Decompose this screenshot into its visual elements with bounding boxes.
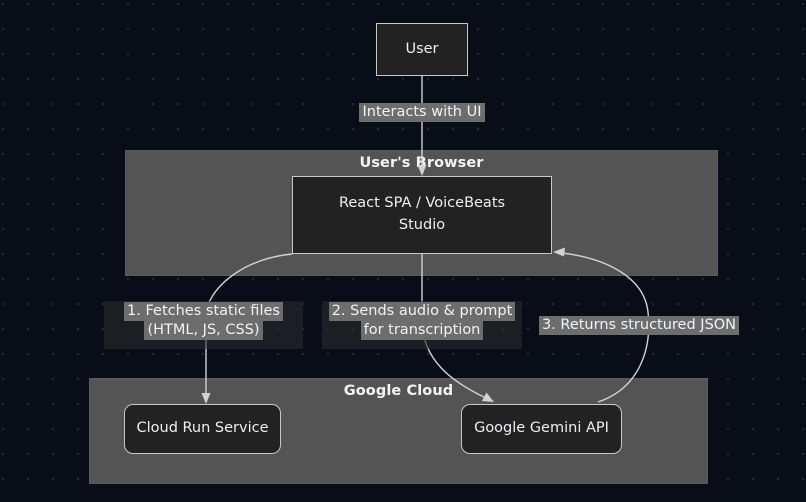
node-google-gemini-api[interactable]: Google Gemini API bbox=[461, 404, 622, 454]
node-google-gemini-api-label: Google Gemini API bbox=[474, 420, 609, 437]
node-react-spa-label-line2: Studio bbox=[398, 217, 446, 233]
edge-label-plate-2 bbox=[322, 301, 522, 349]
subgraph-google-cloud-title: Google Cloud bbox=[343, 383, 454, 399]
node-cloud-run-service[interactable]: Cloud Run Service bbox=[124, 404, 281, 454]
edge-label-plate-1 bbox=[104, 301, 303, 349]
node-react-spa[interactable]: React SPA / VoiceBeats Studio bbox=[292, 176, 552, 254]
edge-label-interacts-with-ui-text: Interacts with UI bbox=[359, 103, 485, 122]
node-user-label: User bbox=[405, 40, 439, 57]
node-cloud-run-service-label: Cloud Run Service bbox=[136, 420, 269, 437]
subgraph-users-browser-title: User's Browser bbox=[359, 155, 484, 171]
edge-label-interacts-with-ui: Interacts with UI bbox=[358, 103, 486, 122]
edge-label-returns-structured-json: 3. Returns structured JSON bbox=[538, 316, 740, 335]
edge-label-returns-structured-json-text: 3. Returns structured JSON bbox=[538, 316, 740, 335]
node-user[interactable]: User bbox=[376, 23, 468, 76]
node-react-spa-label-line1: React SPA / VoiceBeats bbox=[338, 195, 506, 212]
